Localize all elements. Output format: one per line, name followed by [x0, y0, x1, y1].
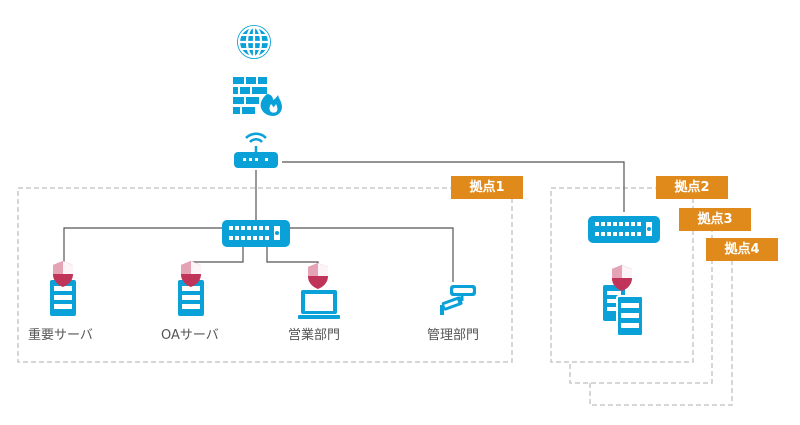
server-icon	[50, 280, 76, 316]
sales-dept-label: 営業部門	[288, 328, 341, 343]
security-camera-icon	[440, 285, 476, 315]
connection-lines	[63, 161, 625, 282]
server-icon	[616, 295, 644, 337]
site3-tag: 拠点3	[679, 208, 751, 231]
site1-boundary	[17, 187, 513, 363]
firewall-icon	[233, 77, 282, 116]
admin-dept-label: 管理部門	[427, 328, 480, 343]
site4-tag: 拠点4	[706, 238, 778, 261]
globe-icon	[237, 25, 271, 59]
critical-server-label: 重要サーバ	[28, 328, 93, 343]
network-switch-icon	[588, 216, 660, 243]
site1-tag: 拠点1	[451, 176, 523, 199]
oa-server-label: OAサーバ	[161, 328, 219, 343]
wifi-router-icon	[234, 132, 278, 168]
network-switch-icon	[222, 220, 290, 247]
site2-tag: 拠点2	[656, 176, 728, 199]
shield-icon	[308, 263, 328, 289]
server-icon	[178, 280, 204, 316]
laptop-icon	[298, 290, 340, 319]
